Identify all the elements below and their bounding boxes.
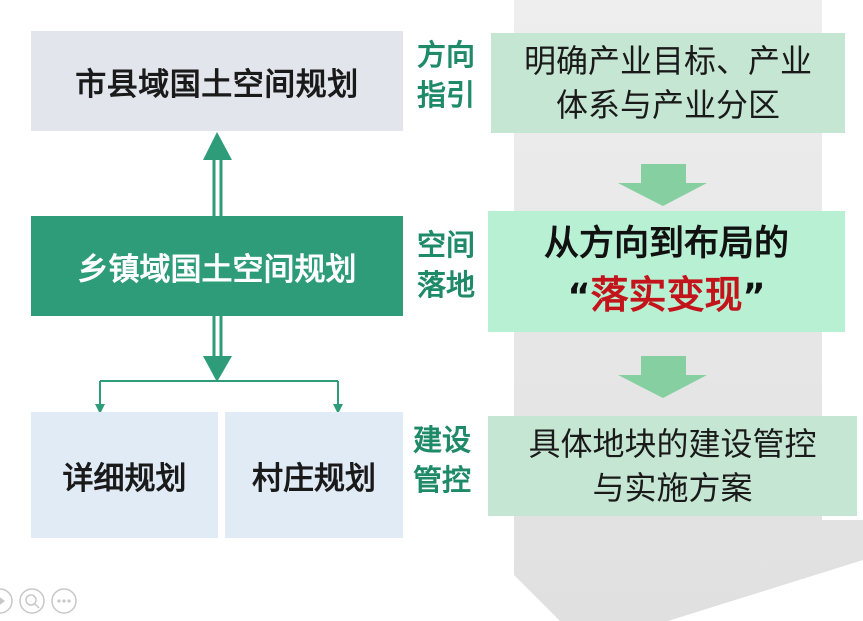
branch-connector — [95, 380, 343, 414]
green-down-arrow-2 — [618, 356, 707, 398]
detail-plan-label: 详细规划 — [62, 460, 187, 497]
close-quote: ” — [742, 276, 766, 317]
zoom-icon[interactable] — [19, 588, 45, 614]
implementation-line2: “落实变现” — [567, 268, 765, 324]
village-plan-label: 村庄规划 — [252, 460, 376, 497]
label-construction-control-line1: 建设 — [412, 423, 471, 457]
label-construction-control-line2: 管控 — [412, 463, 471, 497]
label-spatial-landing: 空间 落地 — [408, 225, 484, 305]
play-icon[interactable] — [0, 588, 13, 614]
implementation-highlight: 落实变现 — [590, 272, 743, 317]
label-direction-guidance-line1: 方向 — [416, 38, 475, 72]
industry-goals-box: 明确产业目标、产业 体系与产业分区 — [491, 33, 845, 133]
detail-plan-box: 详细规划 — [31, 412, 218, 538]
up-arrow-to-city — [203, 132, 232, 216]
more-icon[interactable] — [51, 588, 77, 614]
label-spatial-landing-line2: 落地 — [416, 268, 475, 302]
green-down-arrow-1 — [618, 164, 707, 206]
label-direction-guidance-line2: 指引 — [416, 78, 475, 112]
city-county-plan-label: 市县域国土空间规划 — [75, 66, 359, 103]
label-spatial-landing-line1: 空间 — [416, 228, 475, 262]
township-plan-box: 乡镇域国土空间规划 — [31, 216, 403, 316]
down-arrow-from-town — [203, 316, 232, 382]
township-plan-label: 乡镇域国土空间规划 — [77, 251, 357, 288]
implementation-line1: 从方向到布局的 — [543, 223, 789, 264]
label-direction-guidance: 方向 指引 — [408, 35, 484, 115]
label-construction-control: 建设 管控 — [404, 420, 480, 500]
industry-goals-line2: 体系与产业分区 — [555, 86, 780, 124]
implementation-box: 从方向到布局的 “落实变现” — [488, 211, 845, 332]
village-plan-box: 村庄规划 — [225, 412, 403, 538]
construction-control-box: 具体地块的建设管控 与实施方案 — [488, 416, 857, 516]
construction-control-line1: 具体地块的建设管控 — [528, 425, 817, 463]
slideshow-controls — [0, 588, 77, 614]
city-county-plan-box: 市县域国土空间规划 — [31, 31, 403, 131]
construction-control-line2: 与实施方案 — [592, 469, 753, 507]
open-quote: “ — [567, 276, 591, 317]
industry-goals-line1: 明确产业目标、产业 — [523, 42, 812, 80]
